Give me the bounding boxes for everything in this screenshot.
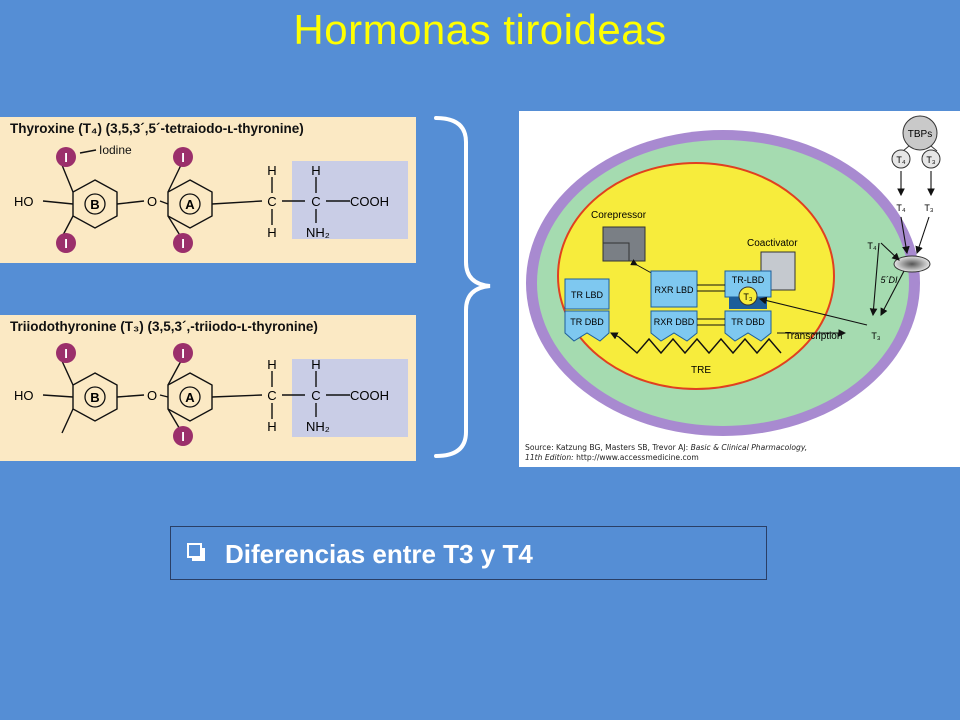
tr-dbd-box	[564, 310, 610, 342]
svg-text:I: I	[64, 150, 68, 165]
grouping-brace	[434, 116, 491, 458]
hydrogen-atom: H	[267, 357, 276, 372]
thyroxine-structure: Thyroxine (T₄) (3,5,3´,5´-tetraiodo-ʟ-th…	[0, 117, 416, 263]
hydrogen-atom: H	[267, 163, 276, 178]
t4-heading: Thyroxine (T₄) (3,5,3´,5´-tetraiodo-ʟ-th…	[10, 121, 304, 136]
svg-text:T₃: T₃	[743, 292, 752, 302]
differences-box: Diferencias entre T3 y T4	[170, 526, 767, 580]
tr-dbd-bound-box	[724, 310, 772, 342]
triiodothyronine-structure: Triiodothyronine (T₃) (3,5,3´,-triiodo-ʟ…	[0, 315, 416, 461]
differences-text: Diferencias entre T3 y T4	[225, 539, 533, 569]
hydrogen-atom: H	[267, 225, 276, 240]
ring-a-label: A	[185, 390, 195, 405]
tbps-complex: TBPs T₄ T₃	[891, 115, 941, 169]
tre-label: TRE	[691, 365, 711, 376]
svg-text:TR LBD: TR LBD	[571, 290, 604, 300]
rxr-lbd-box	[650, 270, 698, 308]
ring-a-label: A	[185, 197, 195, 212]
alpha-carbon: C	[311, 388, 320, 403]
ether-oxygen: O	[147, 194, 157, 209]
ring-b-label: B	[90, 390, 99, 405]
coactivator-label: Coactivator	[747, 238, 798, 249]
checkbox-bullet-icon	[187, 543, 205, 561]
iodine-atom: I	[56, 147, 76, 167]
carbon-atom: C	[267, 388, 276, 403]
svg-text:TR DBD: TR DBD	[731, 317, 765, 327]
ho-group: HO	[14, 388, 34, 403]
carbon-atom: C	[267, 194, 276, 209]
amino-group: NH₂	[306, 419, 330, 434]
amino-group: NH₂	[306, 225, 330, 240]
svg-text:T₄: T₄	[896, 155, 905, 165]
tre-dna	[618, 336, 782, 355]
svg-text:I: I	[64, 346, 68, 361]
svg-text:I: I	[181, 150, 185, 165]
deiodinase-enzyme	[893, 255, 931, 273]
amino-acid-highlight	[292, 161, 408, 239]
hydrogen-atom: H	[311, 163, 320, 178]
deiodinase-label: 5´DI	[880, 275, 898, 285]
svg-text:RXR LBD: RXR LBD	[654, 285, 694, 295]
svg-text:I: I	[181, 429, 185, 444]
iodine-atom: I	[173, 233, 193, 253]
iodine-atom: I	[173, 147, 193, 167]
slide-title: Hormonas tiroideas	[293, 6, 667, 53]
carboxyl-group: COOH	[350, 388, 389, 403]
t4-cell-label: T₄	[867, 241, 876, 251]
iodine-atom: I	[173, 343, 193, 363]
alpha-carbon: C	[311, 194, 320, 209]
t3-nuclear-label: T₃	[871, 331, 880, 341]
t3-heading: Triiodothyronine (T₃) (3,5,3´,-triiodo-ʟ…	[10, 319, 318, 334]
rxr-dbd-box	[650, 310, 698, 342]
carboxyl-group: COOH	[350, 194, 389, 209]
iodine-label: Iodine	[99, 143, 132, 157]
corepressor-label: Corepressor	[591, 210, 647, 221]
svg-text:TR-LBD: TR-LBD	[732, 275, 765, 285]
iodine-atom: I	[173, 426, 193, 446]
ether-oxygen: O	[147, 388, 157, 403]
tr-lbd-box	[564, 278, 610, 310]
iodine-atom: I	[56, 343, 76, 363]
t3-free-label: T₃	[924, 203, 933, 213]
hydrogen-atom: H	[267, 419, 276, 434]
svg-text:TR DBD: TR DBD	[570, 317, 604, 327]
ho-group: HO	[14, 194, 34, 209]
ring-b-label: B	[90, 197, 99, 212]
amino-acid-highlight	[292, 359, 408, 437]
hydrogen-atom: H	[311, 357, 320, 372]
t4-free-label: T₄	[896, 203, 905, 213]
svg-text:I: I	[64, 236, 68, 251]
iodine-atom: I	[56, 233, 76, 253]
transcription-label: Transcription	[785, 331, 842, 342]
svg-text:T₃: T₃	[926, 155, 935, 165]
source-citation: Source: Katzung BG, Masters SB, Trevor A…	[525, 443, 808, 462]
t3-bound-ligand	[738, 286, 758, 306]
svg-text:I: I	[181, 236, 185, 251]
receptor-mechanism-diagram: TBPs T₄ T₃ T₄ T₃ T₄ 5´DI T₃ Corepressor …	[519, 111, 960, 467]
svg-text:I: I	[181, 346, 185, 361]
svg-text:RXR DBD: RXR DBD	[654, 317, 695, 327]
svg-text:TBPs: TBPs	[908, 129, 932, 140]
